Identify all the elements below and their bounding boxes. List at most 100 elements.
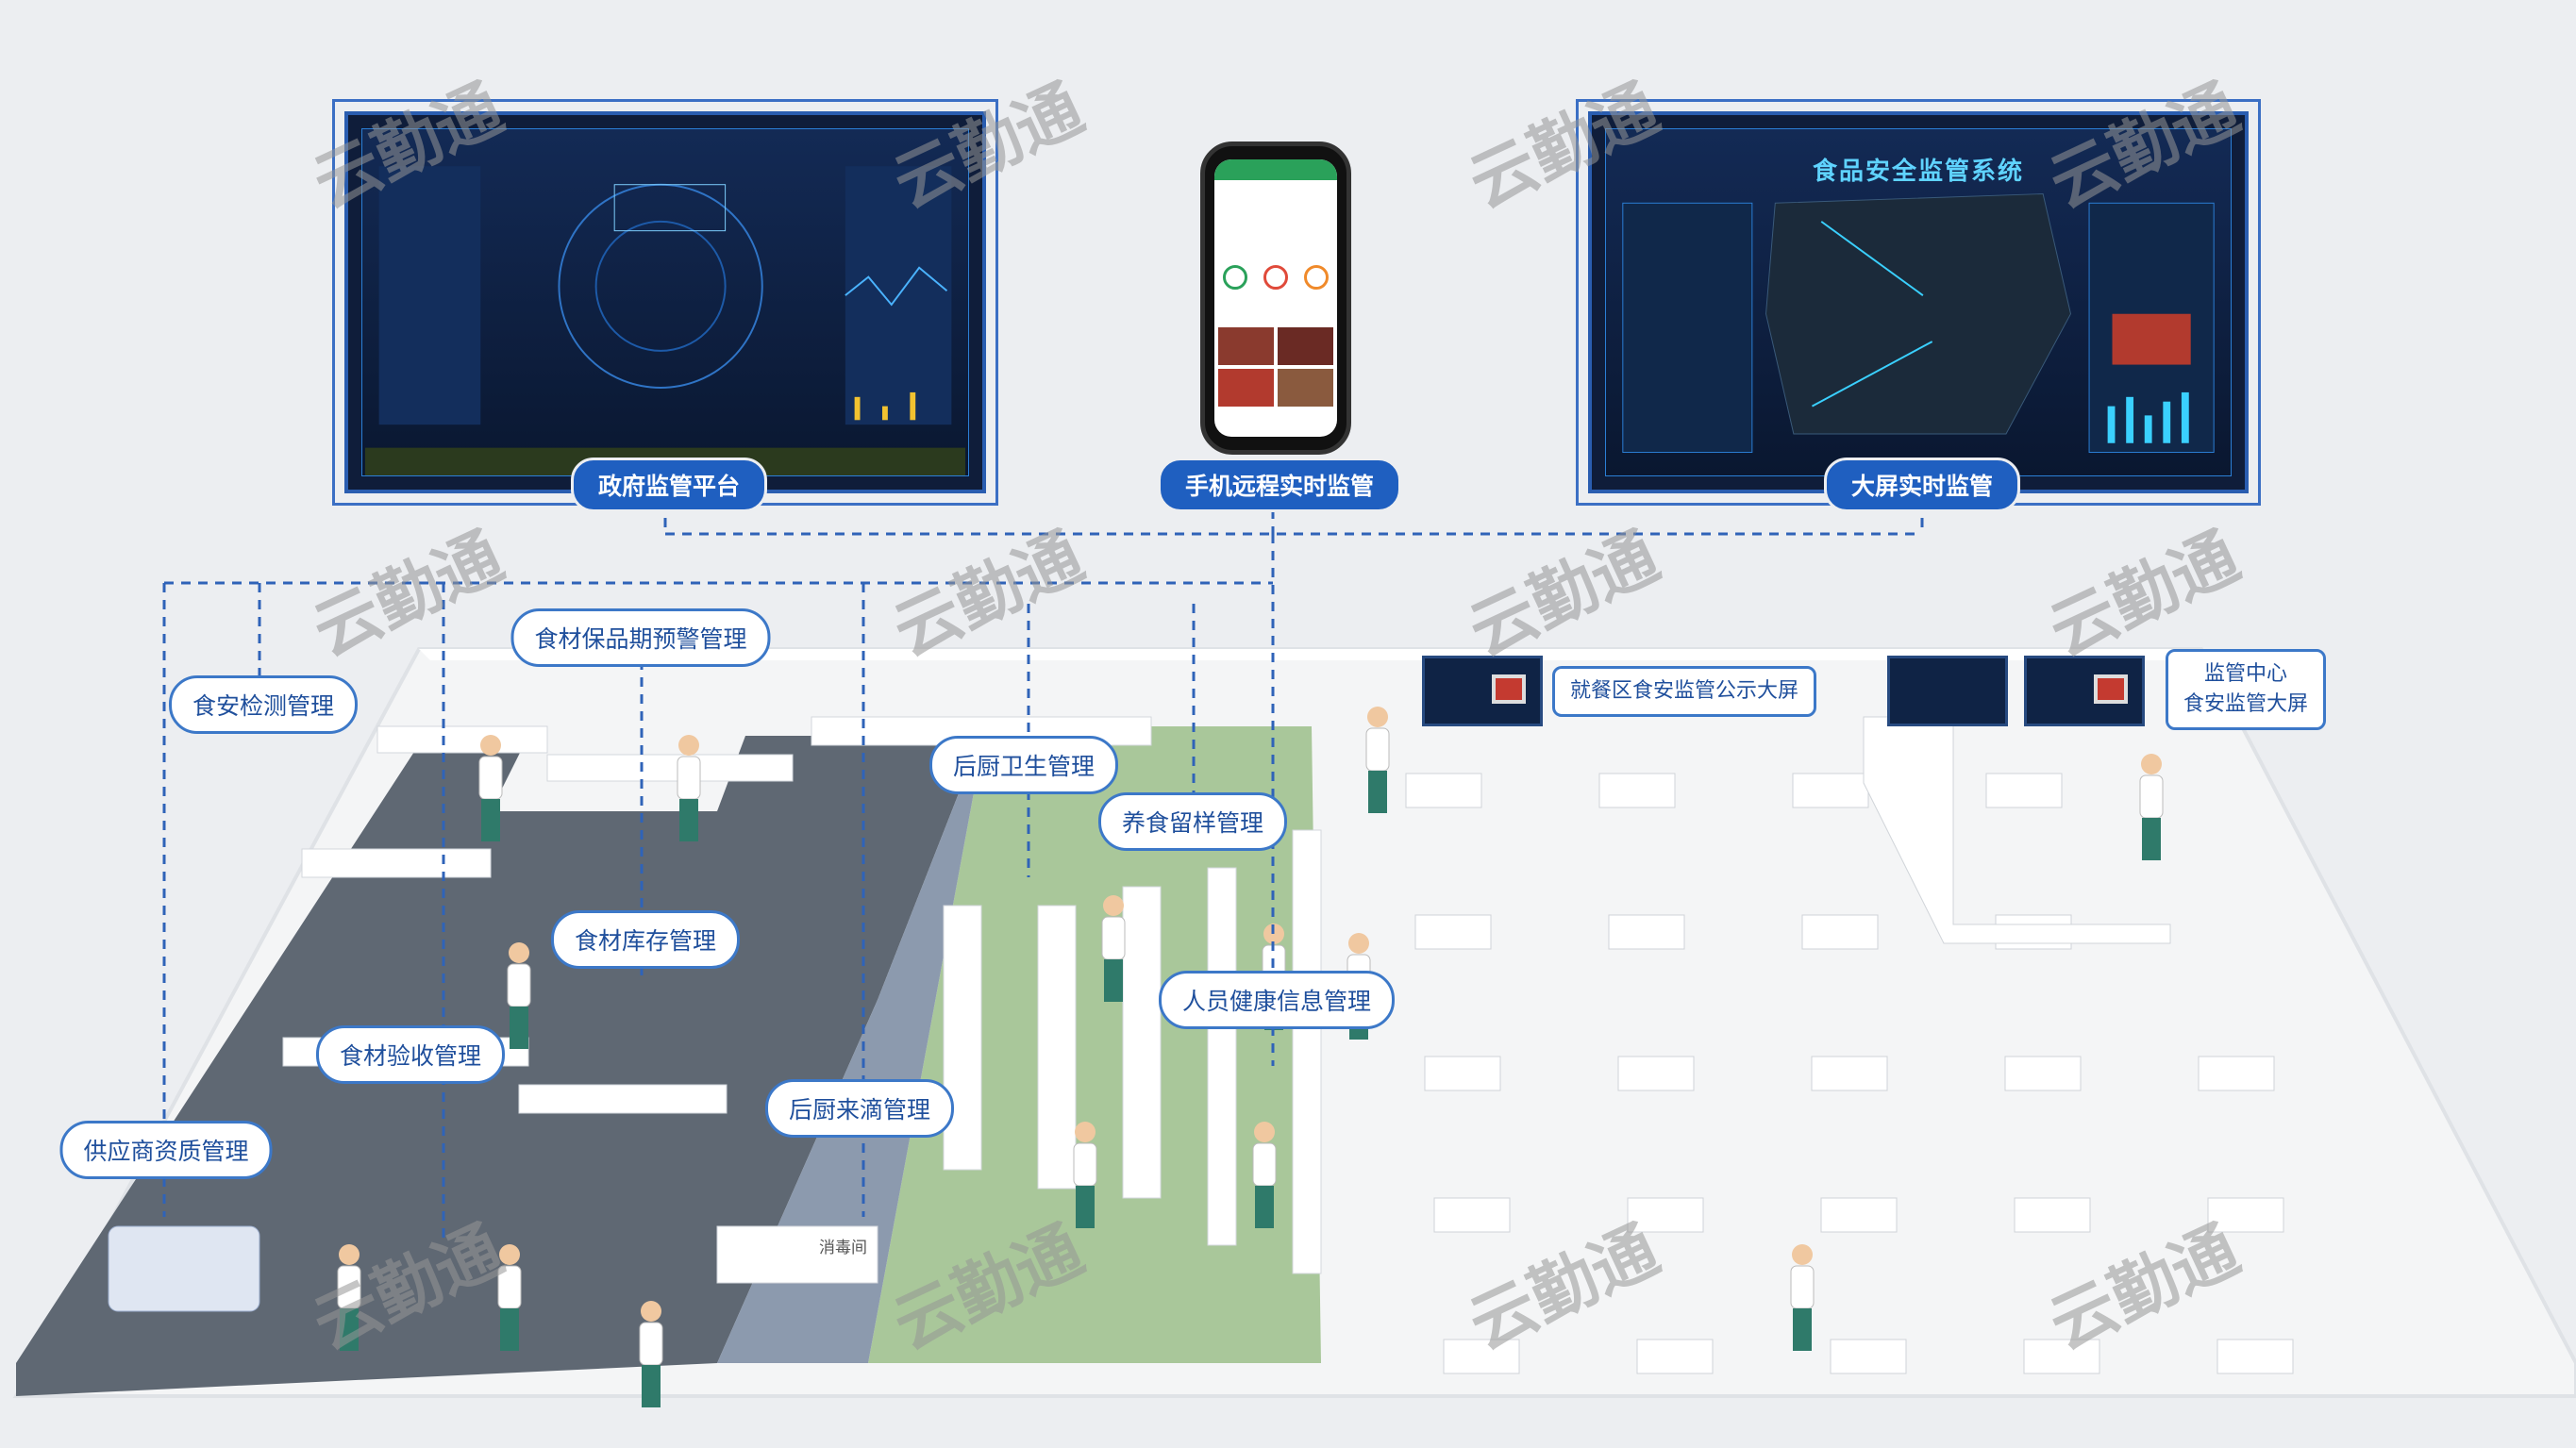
person-icon [507, 942, 531, 1049]
body [478, 756, 503, 800]
counter [1122, 886, 1162, 1199]
dining-table [2023, 1339, 2100, 1374]
person-icon [497, 1244, 522, 1351]
callout-inventory: 食材库存管理 [550, 910, 741, 969]
dining-table [2004, 1056, 2082, 1091]
legs [1076, 1186, 1095, 1228]
counter [1292, 829, 1322, 1274]
body [1790, 1265, 1815, 1309]
delivery-truck [108, 1225, 260, 1312]
body [1365, 727, 1390, 772]
dining-table [1792, 773, 1869, 808]
person-icon [1101, 895, 1126, 1002]
gov-platform-screen [344, 111, 986, 493]
city-map-graphic [1622, 193, 2215, 454]
callout-staff-health: 人员健康信息管理 [1158, 971, 1396, 1029]
dining-table [1985, 773, 2063, 808]
person-icon [639, 1301, 663, 1407]
body [677, 756, 701, 800]
counter [546, 754, 794, 782]
counter [1037, 905, 1077, 1190]
dining-table [2207, 1197, 2284, 1233]
dining-table [1424, 1056, 1501, 1091]
person-icon [478, 735, 503, 841]
body [497, 1265, 522, 1309]
room-label: 消毒间 [819, 1239, 867, 1257]
dining-wall-screen [1422, 656, 1543, 726]
body [1101, 916, 1126, 960]
center-partition [1863, 716, 2171, 944]
dining-table [1801, 914, 1879, 950]
center-map-screen [1887, 656, 2008, 726]
callout-safety-test: 食安检测管理 [168, 675, 359, 734]
head [678, 735, 699, 756]
head [1367, 707, 1388, 727]
head [1348, 933, 1369, 954]
legs [1255, 1186, 1274, 1228]
dining-table [1405, 773, 1482, 808]
person-icon [677, 735, 701, 841]
legs [510, 1007, 528, 1049]
head [1075, 1122, 1096, 1142]
center-line1: 监管中心 [2203, 662, 2288, 686]
legs [340, 1308, 359, 1351]
counter [1207, 867, 1237, 1246]
head [480, 735, 501, 756]
person-icon [1073, 1122, 1097, 1228]
person-icon [2139, 754, 2164, 860]
body [1073, 1142, 1097, 1187]
counter [518, 1084, 728, 1114]
dining-table [2216, 1339, 2294, 1374]
head [2141, 754, 2162, 774]
big-screen-label: 大屏实时监管 [1823, 458, 2021, 512]
counter [943, 905, 982, 1171]
legs [1793, 1308, 1812, 1351]
person-icon [337, 1244, 361, 1351]
dining-table [2014, 1197, 2091, 1233]
head [499, 1244, 520, 1265]
dining-table [1636, 1339, 1714, 1374]
center-line2: 食安监管大屏 [2183, 692, 2309, 716]
legs [642, 1365, 661, 1407]
head [1254, 1122, 1275, 1142]
head [1103, 895, 1124, 916]
body [1252, 1142, 1277, 1187]
dining-table [1414, 914, 1492, 950]
legs [1368, 771, 1387, 813]
head [1792, 1244, 1813, 1265]
dashboard-graphic [364, 166, 966, 475]
dining-table [1811, 1056, 1888, 1091]
callout-shelf-life: 食材保品期预警管理 [510, 608, 771, 667]
head [641, 1301, 661, 1322]
callout-dining-display: 就餐区食安监管公示大屏 [1551, 666, 1817, 717]
back-wall [419, 649, 2213, 660]
center-wall-screen [2024, 656, 2145, 726]
dining-table [1598, 773, 1676, 808]
body [337, 1265, 361, 1309]
legs [2142, 818, 2161, 860]
callout-sample-retention: 养食留样管理 [1097, 792, 1288, 851]
callout-acceptance: 食材验收管理 [315, 1025, 506, 1084]
person-icon [1790, 1244, 1815, 1351]
person-icon [1252, 1122, 1277, 1228]
dining-table [2198, 1056, 2275, 1091]
body [507, 963, 531, 1007]
dining-table [1820, 1197, 1898, 1233]
gov-platform-label: 政府监管平台 [570, 458, 768, 512]
big-screen-title: 食品安全监管系统 [1812, 158, 2025, 186]
callout-supplier: 供应商资质管理 [59, 1121, 273, 1179]
callout-kitchen-hygiene: 后厨卫生管理 [928, 736, 1119, 794]
mobile-phone [1200, 141, 1351, 455]
callout-waste: 后厨来滴管理 [764, 1079, 955, 1138]
counter [716, 1225, 878, 1284]
counter [301, 848, 492, 878]
legs [500, 1308, 519, 1351]
mobile-monitor-label: 手机远程实时监管 [1157, 458, 1402, 512]
dining-table [1627, 1197, 1704, 1233]
body [2139, 774, 2164, 819]
head [339, 1244, 360, 1265]
dining-table [1433, 1197, 1511, 1233]
big-screen: 食品安全监管系统 [1588, 111, 2249, 493]
person-icon [1365, 707, 1390, 813]
dining-table [1443, 1339, 1520, 1374]
